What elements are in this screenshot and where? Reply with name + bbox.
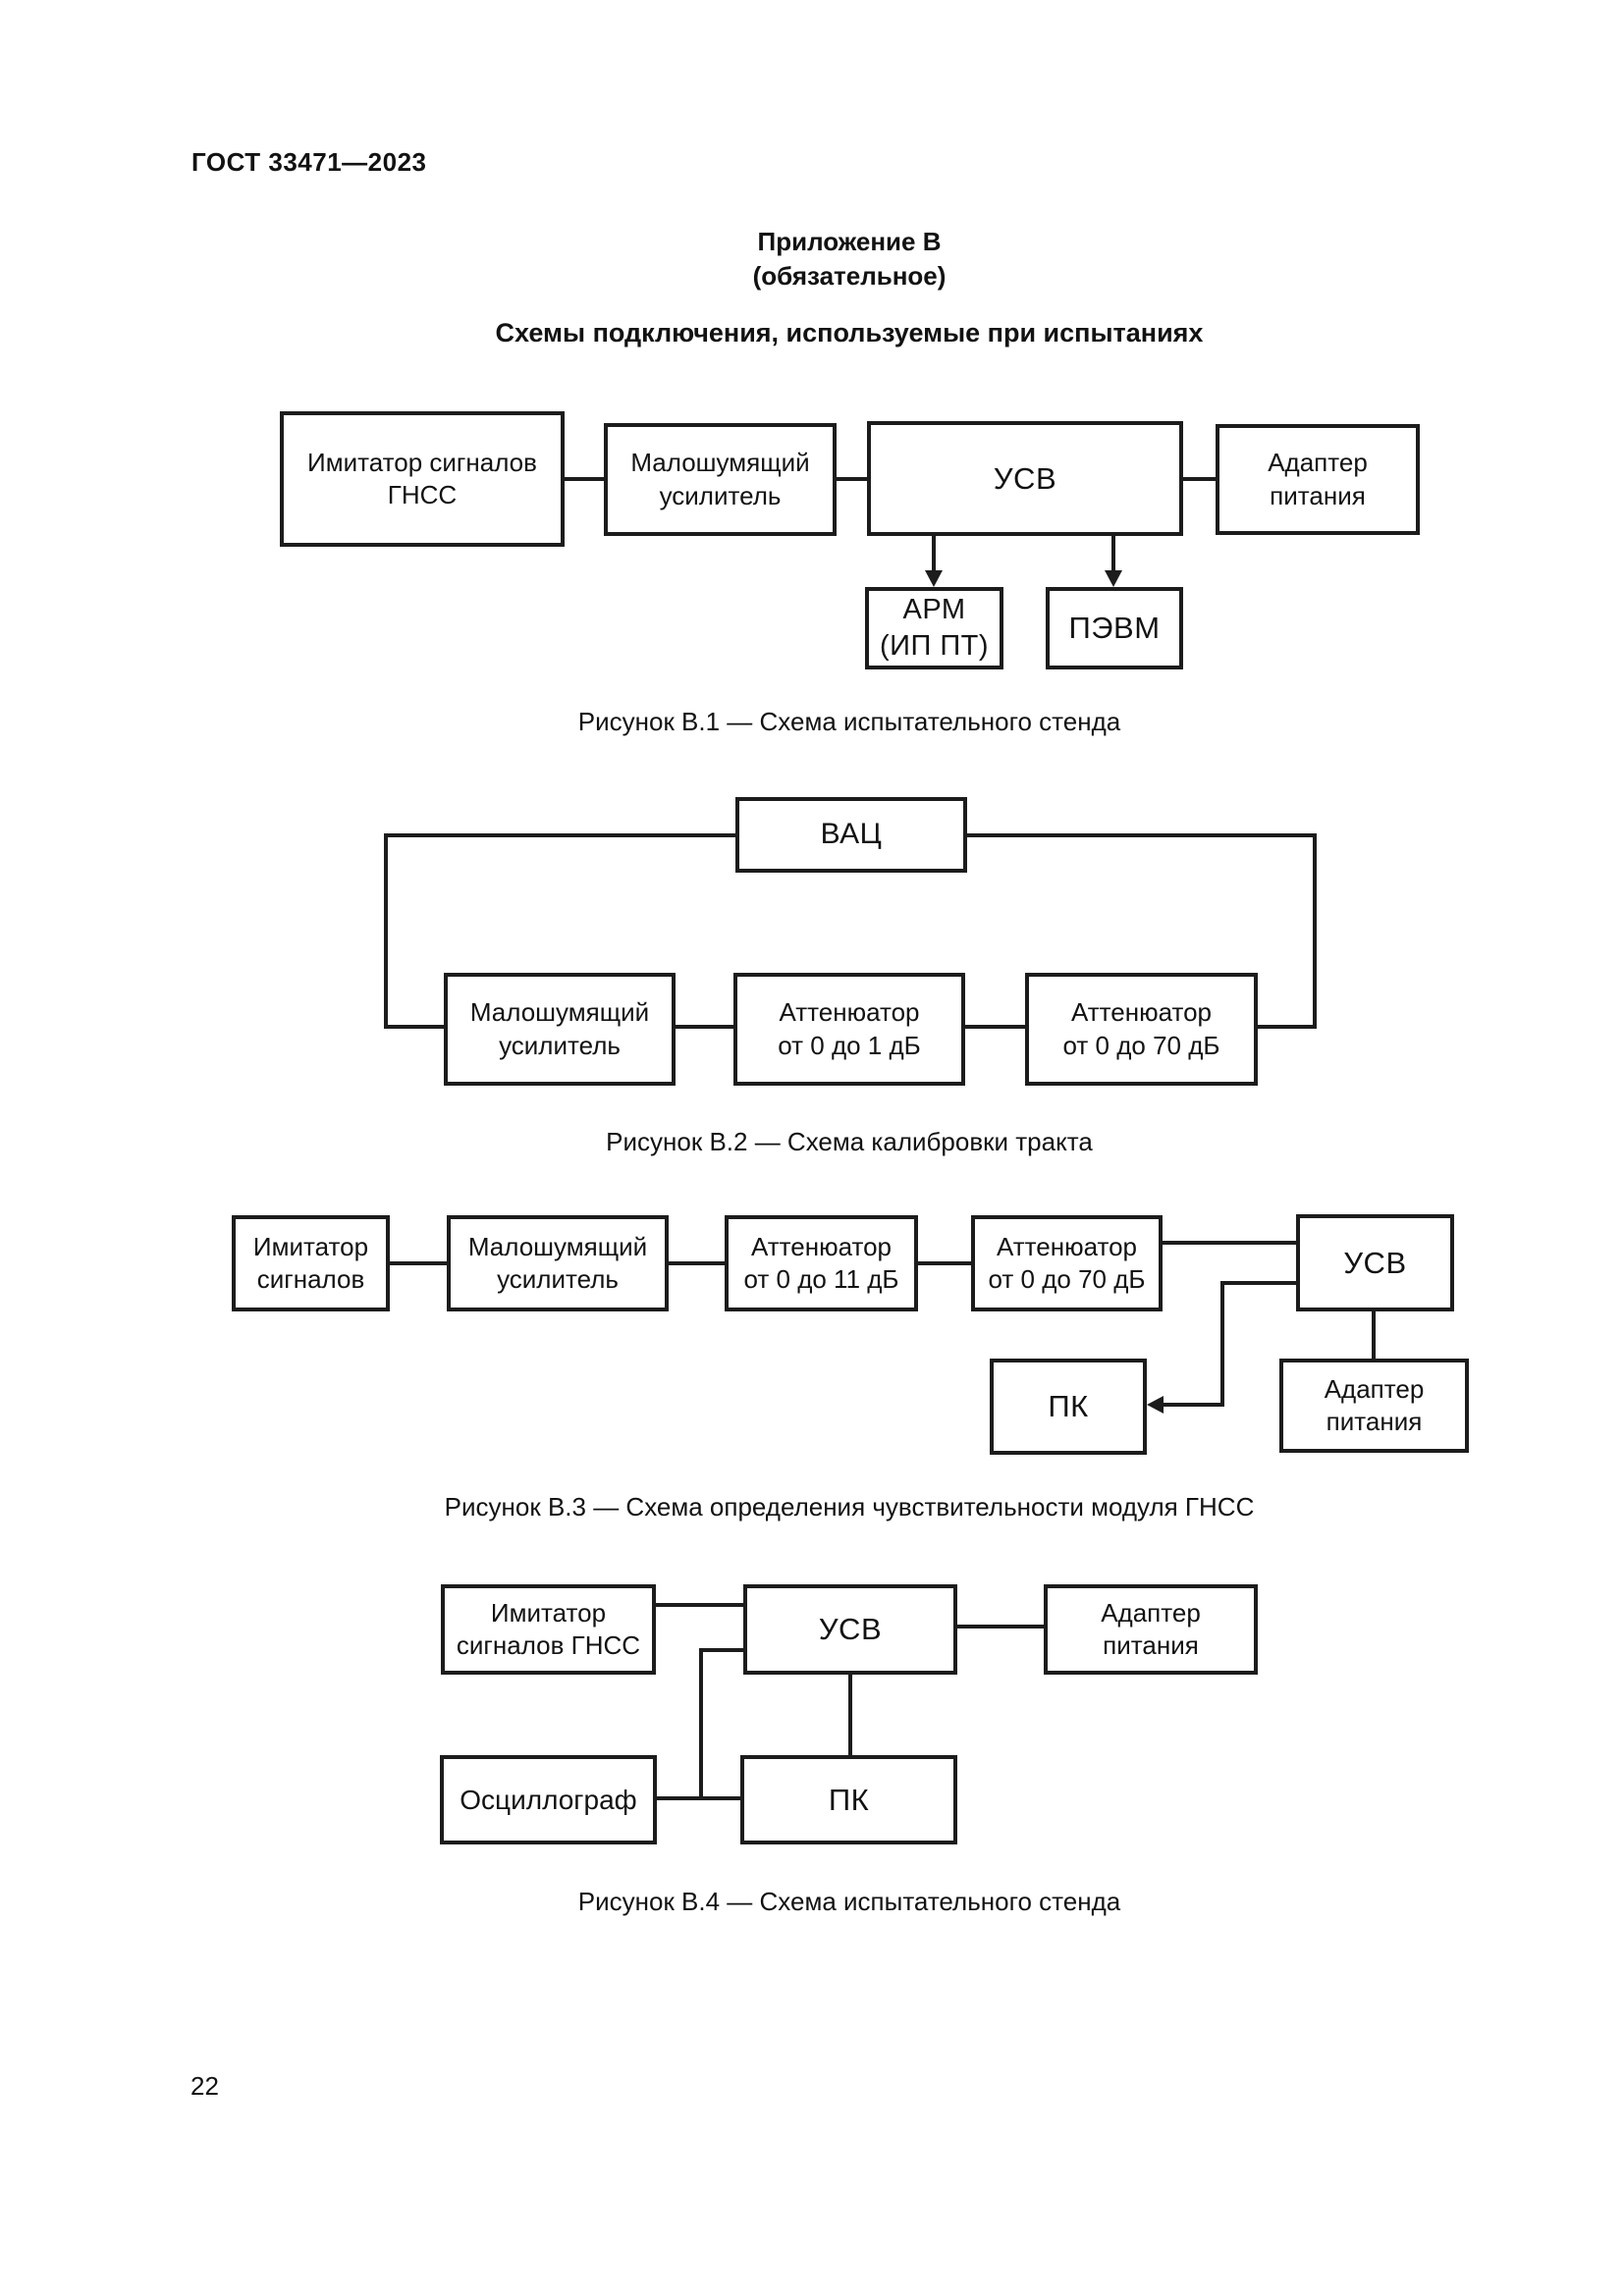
fig1-box-signal-simulator-label: Имитатор сигналов xyxy=(307,447,537,477)
fig2-box-lna-label: Малошумящий xyxy=(469,997,650,1028)
fig2-connector xyxy=(965,1025,1025,1029)
fig1-connector xyxy=(565,477,604,481)
fig1-box-arm-label: АРМ xyxy=(902,593,966,625)
fig3-connector xyxy=(1220,1281,1296,1285)
fig4-connector xyxy=(957,1625,1044,1629)
fig2-box-vac-label: ВАЦ xyxy=(820,818,883,851)
fig3-box-signal-simulator-label2: сигналов xyxy=(256,1264,365,1294)
fig2-connector xyxy=(967,833,1317,837)
fig4-box-power-adapter-label2: питания xyxy=(1103,1630,1199,1660)
fig3-box-power-adapter-label2: питания xyxy=(1326,1407,1423,1436)
fig4-box-signal-simulator: Имитатор сигналов ГНСС xyxy=(441,1584,656,1675)
fig4-box-power-adapter: Адаптер питания xyxy=(1044,1584,1258,1675)
fig3-connector xyxy=(1220,1281,1224,1407)
fig3-box-attenuator-70db-label: Аттенюатор xyxy=(996,1231,1138,1261)
fig3-box-signal-simulator: Имитатор сигналов xyxy=(232,1215,390,1311)
fig2-box-attenuator-70db-label: Аттенюатор xyxy=(1070,997,1213,1028)
fig1-caption: Рисунок В.1 — Схема испытательного стенд… xyxy=(577,707,1121,736)
fig1-connector xyxy=(1183,477,1216,481)
fig3-box-attenuator-11db: Аттенюатор от 0 до 11 дБ xyxy=(725,1215,918,1311)
fig3-box-usv-label: УСВ xyxy=(1343,1245,1407,1280)
fig2-caption: Рисунок В.2 — Схема калибровки тракта xyxy=(606,1127,1093,1156)
fig2-box-attenuator-70db: Аттенюатор от 0 до 70 дБ xyxy=(1025,973,1258,1086)
fig2-box-vac: ВАЦ xyxy=(735,797,967,873)
fig2-connector xyxy=(1258,1025,1317,1029)
fig3-connector xyxy=(669,1261,725,1265)
fig3-box-lna: Малошумящий усилитель xyxy=(447,1215,669,1311)
fig3-connector xyxy=(918,1261,971,1265)
fig4-box-oscilloscope-label: Осциллограф xyxy=(460,1784,637,1815)
fig3-box-power-adapter: Адаптер питания xyxy=(1279,1359,1469,1453)
fig4-caption: Рисунок В.4 — Схема испытательного стенд… xyxy=(577,1887,1121,1916)
appendix-title: Приложение В xyxy=(757,227,942,256)
fig1-box-usv-label: УСВ xyxy=(993,460,1057,496)
fig4-box-usv-label: УСВ xyxy=(818,1612,883,1647)
fig3-box-attenuator-70db-label2: от 0 до 70 дБ xyxy=(988,1264,1146,1294)
fig3-box-pk: ПК xyxy=(990,1359,1147,1455)
fig3-box-attenuator-70db: Аттенюатор от 0 до 70 дБ xyxy=(971,1215,1163,1311)
fig1-box-lna-label2: усилитель xyxy=(659,480,782,510)
page-number: 22 xyxy=(190,2071,219,2101)
fig1-arrow-down-icon xyxy=(925,570,943,587)
fig2-connector xyxy=(384,1025,444,1029)
fig3-box-power-adapter-label: Адаптер xyxy=(1324,1373,1425,1404)
fig4-connector xyxy=(656,1603,743,1607)
fig1-connector-arrow-line xyxy=(1111,536,1115,571)
fig2-connector xyxy=(1313,833,1317,1029)
fig1-box-pevm-label: ПЭВМ xyxy=(1068,611,1161,646)
fig4-box-signal-simulator-label2: сигналов ГНСС xyxy=(456,1630,641,1660)
fig3-connector xyxy=(1163,1403,1224,1407)
fig1-box-usv: УСВ xyxy=(867,421,1183,536)
fig1-box-lna: Малошумящий усилитель xyxy=(604,423,837,536)
fig3-box-attenuator-11db-label: Аттенюатор xyxy=(750,1231,893,1261)
fig4-box-oscilloscope: Осциллограф xyxy=(440,1755,657,1844)
fig3-box-attenuator-11db-label2: от 0 до 11 дБ xyxy=(743,1264,899,1294)
fig3-box-usv: УСВ xyxy=(1296,1214,1454,1311)
fig2-box-attenuator-1db-label2: от 0 до 1 дБ xyxy=(778,1030,921,1060)
fig4-connector xyxy=(699,1648,743,1652)
fig4-box-power-adapter-label: Адаптер xyxy=(1101,1597,1201,1628)
fig2-connector xyxy=(676,1025,733,1029)
fig1-box-signal-simulator-label2: ГНСС xyxy=(387,480,458,509)
fig1-box-power-adapter: Адаптер питания xyxy=(1216,424,1420,535)
fig2-box-attenuator-70db-label2: от 0 до 70 дБ xyxy=(1062,1030,1220,1060)
fig4-connector xyxy=(848,1675,852,1755)
fig3-caption: Рисунок В.3 — Схема определения чувствит… xyxy=(444,1492,1255,1522)
fig2-connector xyxy=(384,833,735,837)
fig1-box-power-adapter-label2: питания xyxy=(1270,480,1366,510)
fig3-box-lna-label: Малошумящий xyxy=(467,1231,648,1261)
appendix-subtitle: (обязательное) xyxy=(752,261,947,291)
fig2-box-lna: Малошумящий усилитель xyxy=(444,973,676,1086)
document-header: ГОСТ 33471—2023 xyxy=(191,147,427,177)
fig4-connector xyxy=(657,1796,740,1800)
fig3-box-lna-label2: усилитель xyxy=(497,1264,619,1294)
fig1-connector xyxy=(837,477,867,481)
fig3-arrow-left-icon xyxy=(1147,1396,1164,1414)
fig2-box-attenuator-1db: Аттенюатор от 0 до 1 дБ xyxy=(733,973,965,1086)
fig1-connector-arrow-line xyxy=(932,536,936,571)
fig1-box-arm-label2: (ИП ПТ) xyxy=(879,630,990,662)
fig1-box-arm: АРМ (ИП ПТ) xyxy=(865,587,1003,669)
fig3-box-pk-label: ПК xyxy=(1048,1389,1089,1424)
fig4-box-signal-simulator-label: Имитатор xyxy=(490,1597,607,1628)
fig3-connector xyxy=(1372,1311,1376,1359)
fig3-connector xyxy=(390,1261,447,1265)
fig3-connector xyxy=(1163,1241,1296,1245)
fig1-box-signal-simulator: Имитатор сигналов ГНСС xyxy=(280,411,565,547)
fig1-box-power-adapter-label: Адаптер xyxy=(1268,448,1368,478)
fig1-box-lna-label: Малошумящий xyxy=(630,448,810,478)
section-title: Схемы подключения, используемые при испы… xyxy=(495,318,1204,347)
fig2-connector xyxy=(384,833,388,1029)
fig4-box-usv: УСВ xyxy=(743,1584,957,1675)
fig4-box-pk-label: ПК xyxy=(828,1782,870,1817)
fig1-box-pevm: ПЭВМ xyxy=(1046,587,1183,669)
fig3-box-signal-simulator-label: Имитатор xyxy=(252,1231,369,1261)
fig4-connector xyxy=(699,1648,703,1800)
fig1-arrow-down-icon xyxy=(1105,570,1122,587)
fig2-box-attenuator-1db-label: Аттенюатор xyxy=(779,997,920,1028)
fig2-box-lna-label2: усилитель xyxy=(499,1030,621,1060)
fig4-box-pk: ПК xyxy=(740,1755,957,1844)
